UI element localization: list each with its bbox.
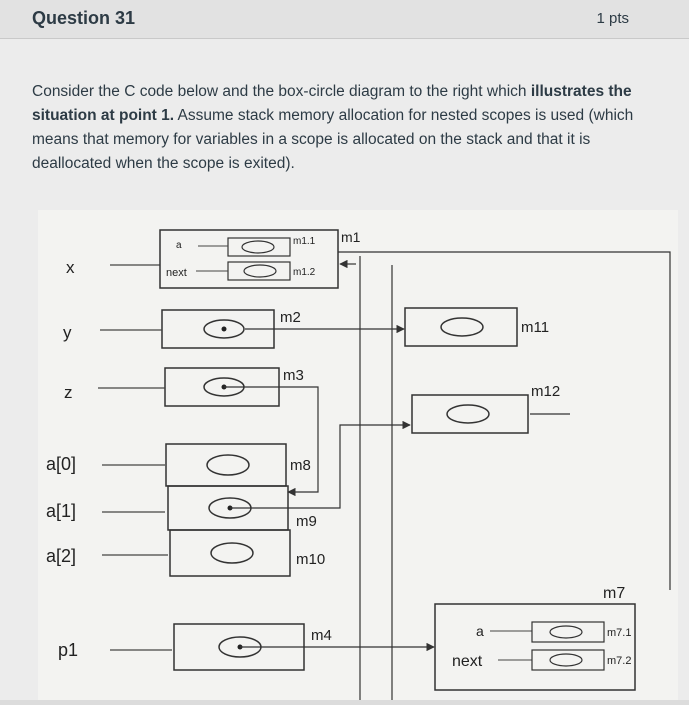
question-header: Question 31 1 pts bbox=[0, 0, 689, 39]
m1-outer-line bbox=[392, 251, 671, 590]
box-m10 bbox=[169, 529, 291, 577]
label-m7: m7 bbox=[603, 585, 625, 602]
label-m1: m1 bbox=[341, 229, 361, 245]
question-text-part1: Consider the C code below and the box-ci… bbox=[32, 83, 531, 100]
box-m1-1 bbox=[227, 237, 291, 257]
var-a1: a[1] bbox=[46, 501, 76, 521]
question-text-part2: Assume stack memory allocation for neste… bbox=[32, 107, 634, 172]
var-y: y bbox=[63, 323, 72, 342]
m7-field-next: next bbox=[452, 653, 483, 670]
box-m11 bbox=[404, 307, 518, 347]
var-a2: a[2] bbox=[46, 546, 76, 566]
circle-m1-2 bbox=[243, 264, 277, 278]
circle-m8 bbox=[206, 454, 250, 476]
label-m7-2: m7.2 bbox=[607, 655, 631, 667]
var-z: z bbox=[64, 383, 73, 402]
circle-m7-2 bbox=[549, 653, 583, 667]
label-m1-1: m1.1 bbox=[293, 236, 316, 247]
label-m9: m9 bbox=[296, 513, 317, 530]
arrow-a1-to-m12 bbox=[230, 420, 411, 509]
var-x: x bbox=[66, 258, 75, 277]
struct-m7 bbox=[434, 603, 636, 691]
label-m8: m8 bbox=[290, 457, 311, 474]
label-m11: m11 bbox=[521, 319, 549, 336]
circle-m7-1 bbox=[549, 625, 583, 639]
var-a0: a[0] bbox=[46, 454, 76, 474]
m1-field-a: a bbox=[176, 240, 182, 251]
label-m1-2: m1.2 bbox=[293, 267, 316, 278]
label-m3: m3 bbox=[283, 367, 304, 384]
struct-m1 bbox=[159, 229, 339, 289]
label-m12: m12 bbox=[531, 383, 560, 400]
question-points: 1 pts bbox=[596, 10, 629, 27]
m7-field-a: a bbox=[476, 623, 484, 639]
var-p1: p1 bbox=[58, 640, 78, 660]
box-m7-2 bbox=[531, 649, 605, 671]
circle-m12 bbox=[446, 404, 490, 424]
label-m2: m2 bbox=[280, 309, 301, 326]
diagram-svg: x y z a[0] a[1] a[2] p1 a next m1.1 m1.2 bbox=[46, 229, 671, 700]
box-m12 bbox=[411, 394, 529, 434]
box-m7-1 bbox=[531, 621, 605, 643]
box-m8 bbox=[165, 443, 287, 487]
arrow-z-to-a1 bbox=[224, 386, 319, 497]
label-m4: m4 bbox=[311, 627, 332, 644]
label-m10: m10 bbox=[296, 551, 325, 568]
circle-m10 bbox=[210, 542, 254, 564]
box-circle-diagram: x y z a[0] a[1] a[2] p1 a next m1.1 m1.2 bbox=[38, 210, 678, 700]
circle-m1-1 bbox=[241, 240, 275, 254]
question-text-bold: illustrates the situation at point 1. bbox=[32, 83, 632, 124]
label-m7-1: m7.1 bbox=[607, 627, 631, 639]
question-text: Consider the C code below and the box-ci… bbox=[32, 80, 652, 176]
m1-field-next: next bbox=[166, 267, 187, 279]
circle-m2 bbox=[203, 319, 245, 339]
circle-m11 bbox=[440, 317, 484, 337]
dot-m2 bbox=[221, 326, 227, 332]
question-title: Question 31 bbox=[32, 8, 136, 28]
